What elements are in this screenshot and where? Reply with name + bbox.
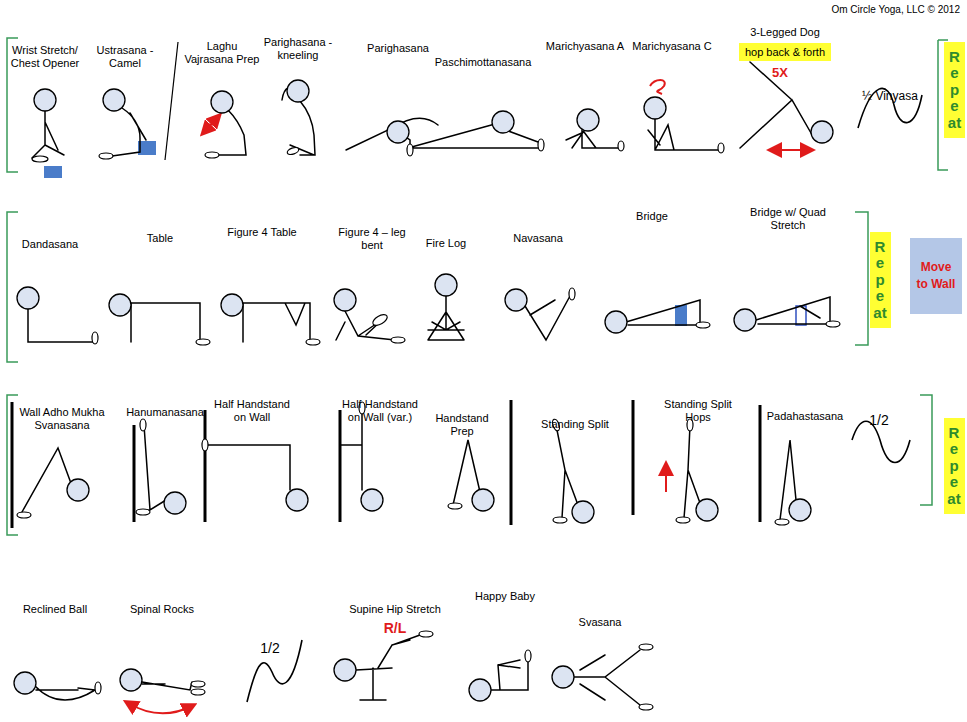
pose-label: Laghu Vajrasana Prep bbox=[182, 40, 262, 65]
pose-label: Figure 4 Table bbox=[227, 226, 297, 239]
pose-label: 5X bbox=[760, 66, 800, 81]
pose-label: Standing Split bbox=[530, 418, 620, 431]
pose-label: Wrist Stretch/ Chest Opener bbox=[5, 44, 85, 69]
pose-label: Marichyasana A bbox=[535, 40, 635, 53]
pose-label: Dandasana bbox=[10, 238, 90, 251]
repeat-bar: Repeat bbox=[870, 232, 891, 329]
pose-label: Supine Hip Stretch bbox=[340, 603, 450, 616]
pose-label: Figure 4 – leg bent bbox=[332, 226, 412, 251]
node-text: Repeat bbox=[873, 239, 888, 322]
pose-label: Standing Split Hops bbox=[663, 398, 733, 423]
node-text: Repeat bbox=[947, 425, 962, 508]
node-text: Repeat bbox=[947, 49, 962, 132]
pose-label: Spinal Rocks bbox=[122, 603, 202, 616]
pose-label: Half Handstand on Wall bbox=[212, 398, 292, 423]
pose-label: Wall Adho Mukha Svanasana bbox=[12, 406, 112, 431]
pose-label: Half Handstand on Wall (var.) bbox=[338, 398, 423, 423]
node-text: hop back & forth bbox=[739, 46, 831, 58]
pose-label: Happy Baby bbox=[465, 590, 545, 603]
pose-label: Table bbox=[130, 232, 190, 245]
note-box: hop back & forth bbox=[739, 43, 831, 61]
pose-label: Fire Log bbox=[411, 237, 481, 250]
pose-label: Handstand Prep bbox=[427, 412, 497, 437]
pose-label: Parighasana bbox=[353, 42, 443, 55]
pose-label: Bridge bbox=[617, 210, 687, 223]
pose-label: Parighasana - kneeling bbox=[258, 36, 338, 61]
instruction-box: Move to Wall bbox=[910, 238, 962, 314]
pose-label: 1/2 bbox=[255, 640, 285, 656]
pose-label: Hanumanasana bbox=[120, 406, 210, 419]
node-text: Move to Wall bbox=[916, 259, 956, 293]
pose-label: Ustrasana - Camel bbox=[85, 44, 165, 69]
repeat-bar: Repeat bbox=[944, 418, 965, 515]
pose-label: Padahastasana bbox=[760, 410, 850, 423]
pose-label: 1/2 bbox=[864, 412, 894, 428]
pose-label: ½ Vinyasa bbox=[850, 90, 930, 104]
pose-label: 3-Legged Dog bbox=[735, 26, 835, 39]
pose-label: Paschimottanasana bbox=[423, 56, 543, 69]
pose-label: Marichyasana C bbox=[622, 40, 722, 53]
repeat-bar: Repeat bbox=[944, 42, 965, 139]
copyright-note: Om Circle Yoga, LLC © 2012 bbox=[830, 4, 960, 16]
pose-label: R/L bbox=[375, 620, 415, 636]
pose-label: Bridge w/ Quad Stretch bbox=[748, 206, 828, 231]
pose-label: Svasana bbox=[565, 616, 635, 629]
pose-label: Navasana bbox=[498, 232, 578, 245]
pose-label: Reclined Ball bbox=[10, 603, 100, 616]
